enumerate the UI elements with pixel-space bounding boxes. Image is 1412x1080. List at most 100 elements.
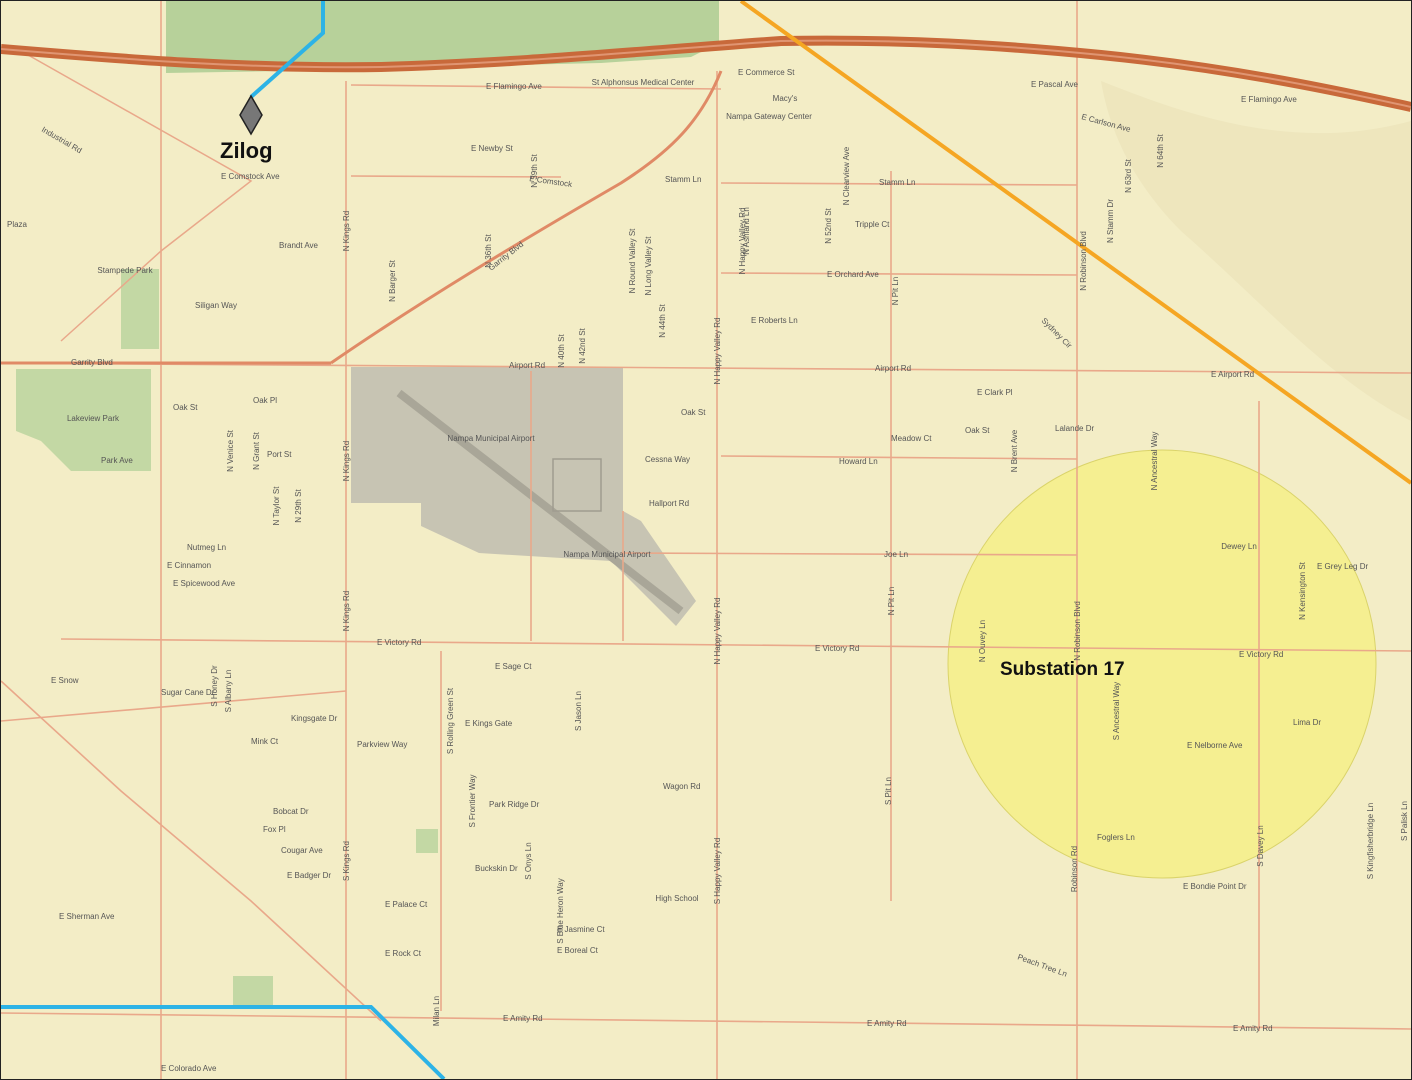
road-label-robinson-rd: Robinson Rd <box>1070 846 1079 892</box>
road-label-buckskin-dr: Buckskin Dr <box>475 864 518 873</box>
road-label-n-63rd-st: N 63rd St <box>1124 158 1133 193</box>
road-label-parkview-way: Parkview Way <box>357 740 407 749</box>
road-label-hallport-rd: Hallport Rd <box>649 499 689 508</box>
road-label-joe-ln: Joe Ln <box>884 550 908 559</box>
airport-apron <box>552 458 602 512</box>
road-label-n-40th-st: N 40th St <box>557 334 566 368</box>
road-label-e-grey-leg-dr: E Grey Leg Dr <box>1317 562 1368 571</box>
road-label-siligan-way: Siligan Way <box>195 301 237 310</box>
zilog-marker[interactable] <box>239 94 263 136</box>
road-label-e-commerce-st: E Commerce St <box>738 68 795 77</box>
place-label-macys: Macy's <box>773 94 798 103</box>
road-label-e-amity-rd-w: E Amity Rd <box>503 1014 543 1023</box>
road-label-s-jason-ln: S Jason Ln <box>574 691 583 731</box>
orchard-ave-line <box>720 272 1078 276</box>
road-label-e-amity-rd-c: E Amity Rd <box>867 1019 907 1028</box>
road-label-s-honey-dr: S Honey Dr <box>210 665 219 707</box>
road-label-stamm-ln-e: Stamm Ln <box>879 178 915 187</box>
place-label-st-alphonsus: St Alphonsus Medical Center <box>592 78 695 87</box>
amity-rd-line <box>1 1012 1411 1030</box>
interstate-84-centerline <box>1 39 1411 108</box>
road-label-milan-ln: Milan Ln <box>432 996 441 1026</box>
stamm-ln-line <box>720 182 1078 186</box>
road-label-e-newby-st: E Newby St <box>471 144 514 153</box>
road-label-e-clark-pl: E Clark Pl <box>977 388 1013 397</box>
road-label-n-kings-rd-top: N Kings Rd <box>342 211 351 251</box>
road-label-mink-ct: Mink Ct <box>251 737 279 746</box>
road-label-oak-st-w: Oak St <box>173 403 198 412</box>
road-label-n-36th-st: N 36th St <box>484 234 493 268</box>
road-label-e-spicewood-ave: E Spicewood Ave <box>173 579 236 588</box>
road-label-n-happy-valley-rd-c: N Happy Valley Rd <box>738 208 747 275</box>
blue-transmission-line-south[interactable] <box>1 1005 446 1079</box>
road-label-e-bondie-point-dr: E Bondie Point Dr <box>1183 882 1247 891</box>
road-label-e-victory-rd-c: E Victory Rd <box>815 644 859 653</box>
road-label-e-victory-rd-e: E Victory Rd <box>1239 650 1283 659</box>
road-label-e-flamingo-ave-e: E Flamingo Ave <box>1241 95 1297 104</box>
road-label-e-sherman-ave: E Sherman Ave <box>59 912 115 921</box>
victory-rd-line <box>60 638 1411 652</box>
road-label-sugar-cane-dr: Sugar Cane Dr <box>161 688 215 697</box>
road-label-nutmeg-ln: Nutmeg Ln <box>187 543 226 552</box>
railroad-line <box>1 680 382 1022</box>
hillshade-terrain <box>1101 81 1411 421</box>
place-label-nampa-gateway-center: Nampa Gateway Center <box>726 112 812 121</box>
substation-service-area[interactable] <box>947 449 1377 879</box>
minor-road <box>1 690 347 722</box>
road-label-e-rock-ct: E Rock Ct <box>385 949 422 958</box>
road-label-e-snow-ln: E Snow <box>51 676 79 685</box>
road-label-n-happy-valley-rd-b: N Happy Valley Rd <box>713 598 722 665</box>
blue-transmission-line-north[interactable] <box>249 1 325 99</box>
airport-rd-line <box>1 362 1411 374</box>
road-label-n-stamm-dr: N Stamm Dr <box>1106 199 1115 243</box>
road-label-e-sage-ct: E Sage Ct <box>495 662 532 671</box>
orange-transmission-line[interactable] <box>739 1 1411 485</box>
road-label-e-cinnamon: E Cinnamon <box>167 561 211 570</box>
place-label-high-school: High School <box>655 894 698 903</box>
road-label-e-badger-dr: E Badger Dr <box>287 871 331 880</box>
place-label-stampede-park: Stampede Park <box>97 266 153 275</box>
vertical-label-layer: N Kings RdN Kings RdN Kings RdS Kings Rd… <box>210 134 1409 1027</box>
road-label-n-64th-st: N 64th St <box>1156 134 1165 168</box>
road-label-e-airport-rd: E Airport Rd <box>1211 370 1254 379</box>
road-label-n-44th-st: N 44th St <box>658 304 667 338</box>
road-label-kingsgate-dr: Kingsgate Dr <box>291 714 338 723</box>
road-label-n-pit-ln-b: N Pit Ln <box>887 587 896 615</box>
road-label-n-robinson-blvd-b: N Robinson Blvd <box>1073 601 1082 661</box>
diamond-marker-icon[interactable] <box>239 94 263 136</box>
road-label-s-blue-heron-way: S Blue Heron Way <box>556 878 565 944</box>
road-label-oak-pl: Oak Pl <box>253 396 277 405</box>
place-label-nampa-municipal-airport-a: Nampa Municipal Airport <box>447 434 535 443</box>
road-label-e-nelborne-ave: E Nelborne Ave <box>1187 741 1243 750</box>
road-label-wagon-rd: Wagon Rd <box>663 782 701 791</box>
road-label-port-st: Port St <box>267 450 292 459</box>
road-label-park-ave: Park Ave <box>101 456 133 465</box>
road-label-s-davey-ln: S Davey Ln <box>1256 825 1265 866</box>
road-label-s-ancestral-way: S Ancestral Way <box>1112 682 1121 740</box>
road-label-n-kensington-st: N Kensington St <box>1298 561 1307 620</box>
road-label-lima-dr: Lima Dr <box>1293 718 1321 727</box>
road-label-n-grant-st: N Grant St <box>252 431 261 470</box>
road-label-oak-st-c: Oak St <box>681 408 706 417</box>
road-label-e-boreal-ct: E Boreal Ct <box>557 946 599 955</box>
road-label-cougar-ave: Cougar Ave <box>281 846 323 855</box>
road-label-n-42nd-st: N 42nd St <box>578 327 587 363</box>
road-label-meadow-ct: Meadow Ct <box>891 434 932 443</box>
road-label-s-happy-valley-rd: S Happy Valley Rd <box>713 838 722 905</box>
place-label-plaza: Plaza <box>7 220 28 229</box>
road-label-e-amity-rd-e: E Amity Rd <box>1233 1024 1273 1033</box>
airport-runway <box>396 389 684 615</box>
place-label-nampa-municipal-airport-b: Nampa Municipal Airport <box>563 550 651 559</box>
road-label-n-ashland-ln: N Ashland Ln <box>742 207 751 255</box>
road-label-airport-rd-w: Airport Rd <box>509 361 545 370</box>
road-label-n-ancestral-way: N Ancestral Way <box>1150 432 1159 491</box>
road-label-n-robinson-blvd-a: N Robinson Blvd <box>1079 231 1088 291</box>
road-label-foglers-ln: Foglers Ln <box>1097 833 1135 842</box>
place-label-dewey-ln: Dewey Ln <box>1221 542 1257 551</box>
road-label-e-victory-rd-w: E Victory Rd <box>377 638 421 647</box>
road-label-e-palace-ct: E Palace Ct <box>385 900 428 909</box>
